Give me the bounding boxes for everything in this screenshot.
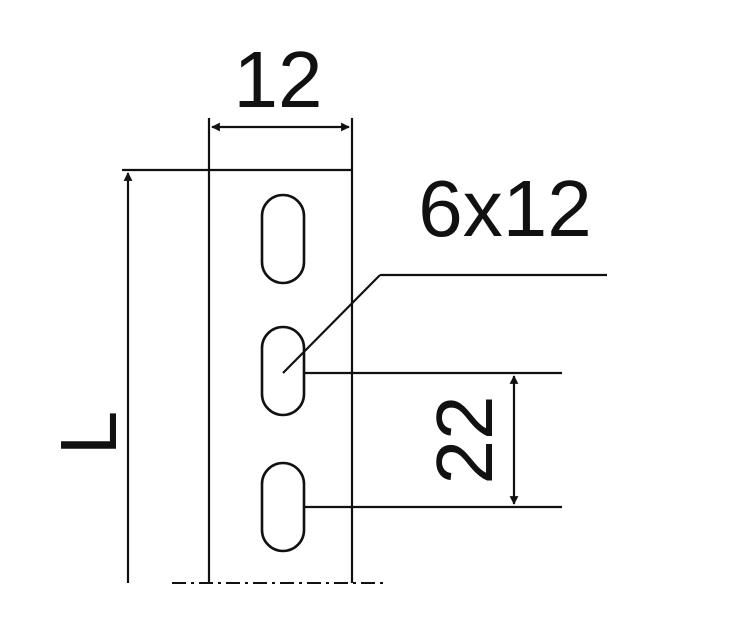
length-label: L xyxy=(44,411,133,456)
slot-bottom xyxy=(260,461,306,553)
width-label: 12 xyxy=(234,35,323,124)
slot-top xyxy=(260,193,306,285)
slot-leader-diagonal xyxy=(282,274,381,374)
slot-size-label: 6x12 xyxy=(418,164,591,253)
slot-middle xyxy=(260,325,306,417)
pitch-label: 22 xyxy=(420,396,509,485)
